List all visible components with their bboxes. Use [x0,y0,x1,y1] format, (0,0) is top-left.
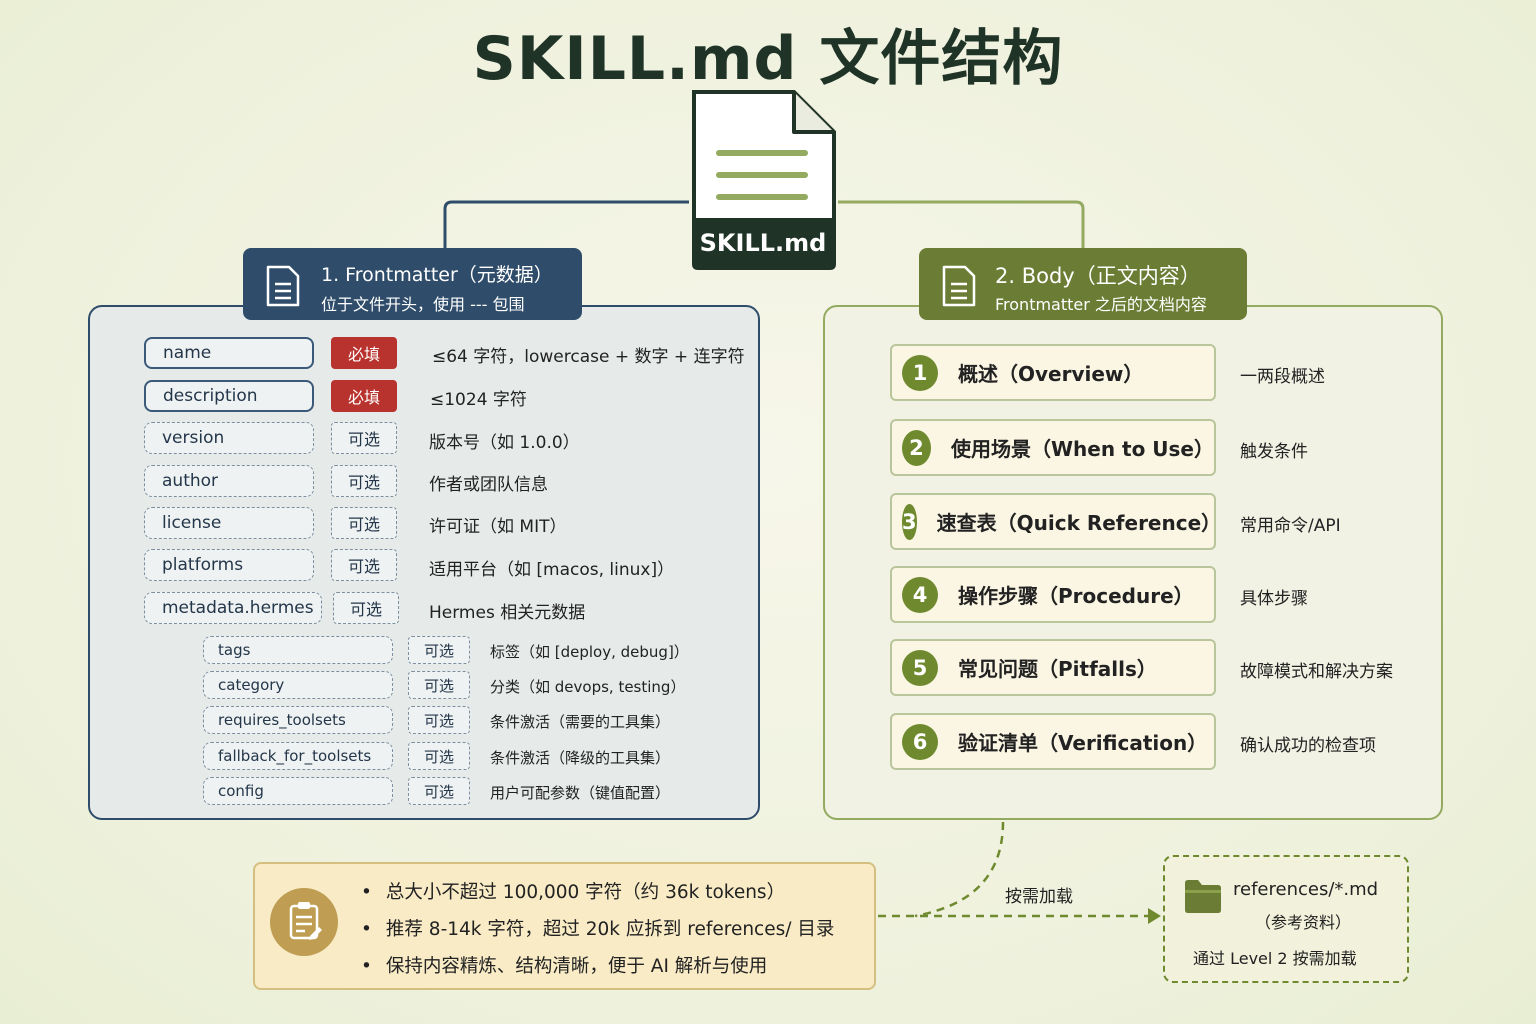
notes-box: 总大小不超过 100,000 字符（约 36k tokens） 推荐 8-14k… [253,862,876,990]
section-note: 常用命令/API [1240,516,1341,536]
optional-badge: 可选 [408,706,470,734]
frontmatter-title: 1. Frontmatter（元数据） [321,264,553,286]
section-number: 5 [902,649,938,686]
section-note: 确认成功的检查项 [1240,736,1376,756]
optional-badge: 可选 [331,549,397,581]
optional-badge: 可选 [331,465,397,497]
center-doc-label: SKILL.md [699,229,827,257]
field-desc: 标签（如 [deploy, debug]） [490,643,689,661]
field-author: author [144,465,314,497]
field-desc: 适用平台（如 [macos, linux]） [429,560,675,580]
section-when-to-use: 2 使用场景（When to Use） [890,419,1216,476]
section-number: 3 [902,503,917,540]
section-number: 6 [902,723,938,760]
note-item: 保持内容精炼、结构清晰，便于 AI 解析与使用 [365,952,834,989]
section-number: 4 [902,576,938,613]
section-title: 概述（Overview） [958,362,1144,386]
body-subtitle: Frontmatter 之后的文档内容 [995,295,1207,314]
optional-badge: 可选 [333,592,399,624]
note-item: 推荐 8-14k 字符，超过 20k 应拆到 references/ 目录 [365,915,834,952]
optional-badge: 可选 [408,636,470,664]
field-config: config [203,777,393,805]
field-desc: 版本号（如 1.0.0） [429,433,580,453]
field-requires-toolsets: requires_toolsets [203,706,393,734]
section-note: 一两段概述 [1240,367,1325,387]
field-desc: 条件激活（需要的工具集） [490,713,671,731]
field-name: name [144,337,314,369]
document-icon [942,265,976,307]
field-desc: ≤1024 字符 [430,390,527,410]
field-desc: 条件激活（降级的工具集） [490,749,671,767]
required-badge: 必填 [331,337,397,369]
clipboard-icon [270,888,338,956]
load-on-demand-label: 按需加载 [1005,887,1073,907]
required-badge: 必填 [331,380,397,412]
references-caption: （参考资料） [1255,913,1352,932]
optional-badge: 可选 [331,422,397,454]
field-desc: 许可证（如 MIT） [429,517,567,537]
page-title: SKILL.md 文件结构 [472,24,1064,94]
section-title: 速查表（Quick Reference） [936,511,1222,535]
section-pitfalls: 5 常见问题（Pitfalls） [890,639,1216,696]
field-version: version [144,422,314,454]
field-tags: tags [203,636,393,664]
section-note: 具体步骤 [1240,589,1308,609]
frontmatter-subtitle: 位于文件开头，使用 --- 包围 [321,295,525,314]
field-platforms: platforms [144,549,314,581]
body-title: 2. Body（正文内容） [995,264,1201,288]
section-number: 1 [902,354,938,391]
section-note: 故障模式和解决方案 [1240,662,1393,682]
document-icon [692,90,836,270]
section-title: 常见问题（Pitfalls） [958,657,1157,681]
field-license: license [144,507,314,539]
section-note: 触发条件 [1240,442,1308,462]
frontmatter-header: 1. Frontmatter（元数据） 位于文件开头，使用 --- 包围 [243,248,582,320]
notes-list: 总大小不超过 100,000 字符（约 36k tokens） 推荐 8-14k… [365,878,834,989]
optional-badge: 可选 [408,777,470,805]
section-quick-reference: 3 速查表（Quick Reference） [890,493,1221,550]
optional-badge: 可选 [408,742,470,770]
section-title: 操作步骤（Procedure） [958,584,1194,608]
optional-badge: 可选 [331,507,397,539]
section-procedure: 4 操作步骤（Procedure） [890,566,1216,623]
section-overview: 1 概述（Overview） [890,344,1216,401]
field-metadata-hermes: metadata.hermes [144,592,322,624]
field-desc: 分类（如 devops, testing） [490,678,686,696]
folder-icon [1185,880,1221,913]
field-desc: Hermes 相关元数据 [429,603,586,623]
body-header: 2. Body（正文内容） Frontmatter 之后的文档内容 [919,248,1247,320]
field-category: category [203,671,393,699]
section-verification: 6 验证清单（Verification） [890,713,1216,770]
optional-badge: 可选 [408,671,470,699]
field-desc: ≤64 字符，lowercase + 数字 + 连字符 [432,347,745,367]
section-number: 2 [902,429,931,466]
field-description: description [144,380,314,412]
section-title: 验证清单（Verification） [958,731,1208,755]
references-note: 通过 Level 2 按需加载 [1193,949,1357,968]
section-title: 使用场景（When to Use） [950,437,1214,461]
document-icon [266,265,300,307]
references-path: references/*.md [1233,879,1379,900]
field-desc: 作者或团队信息 [429,475,548,495]
field-desc: 用户可配参数（键值配置） [490,784,671,802]
note-item: 总大小不超过 100,000 字符（约 36k tokens） [365,878,834,915]
references-box: references/*.md （参考资料） 通过 Level 2 按需加载 [1163,855,1409,983]
field-fallback-for-toolsets: fallback_for_toolsets [203,742,393,770]
